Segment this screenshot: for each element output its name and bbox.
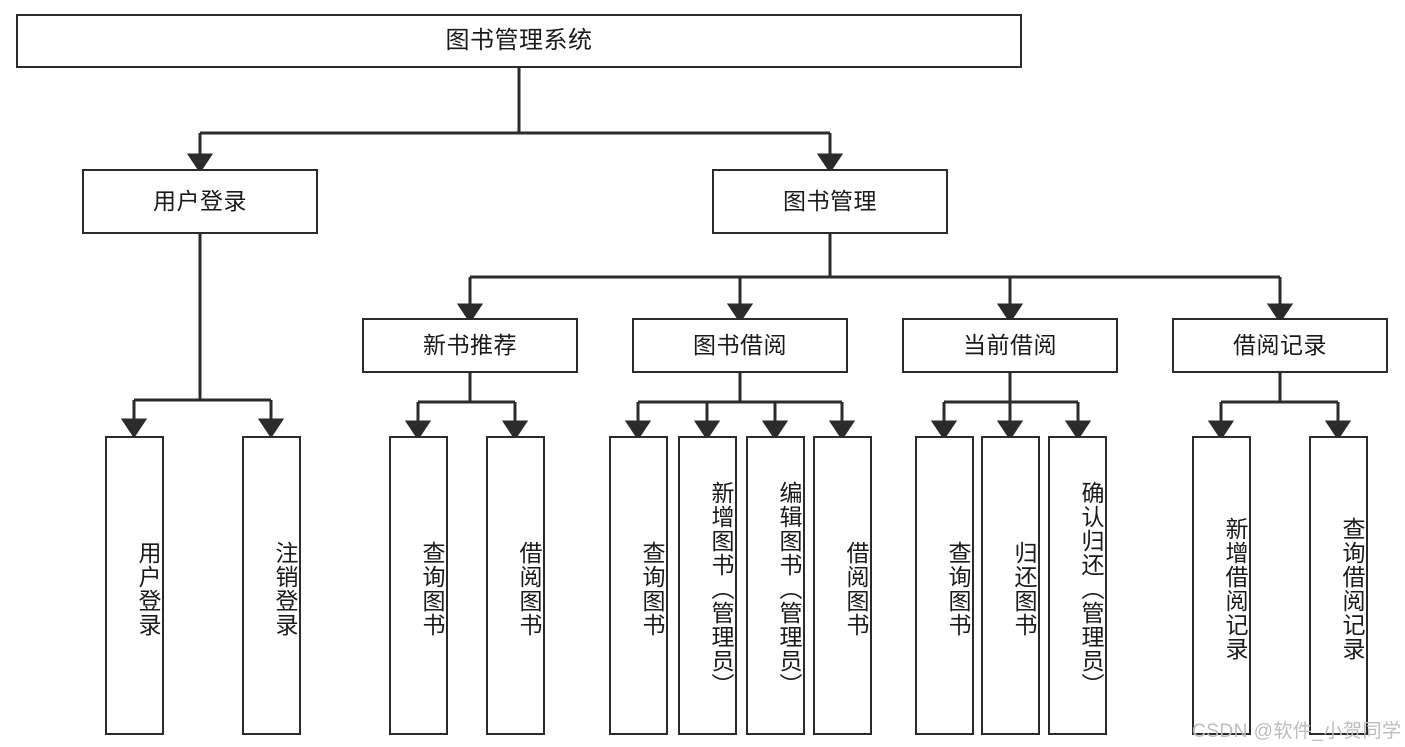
node-new-book-recommendation-label: 新书推荐 [423, 331, 517, 358]
leaf-new-book-borrow[interactable]: 借阅图书 [486, 436, 545, 735]
leaf-label: 查询图书 [639, 540, 665, 637]
leaf-label: 新增借阅记录 [1222, 516, 1248, 661]
leaf-label: 确认归还（管理员） [1078, 480, 1104, 697]
leaf-borrow-query-book[interactable]: 查询图书 [609, 436, 668, 735]
leaf-records-add-record[interactable]: 新增借阅记录 [1192, 436, 1251, 735]
leaf-current-return-book[interactable]: 归还图书 [981, 436, 1040, 735]
leaf-borrow-add-book[interactable]: 新增图书（管理员） [678, 436, 737, 735]
watermark: CSDN @软件_小贺同学 [1192, 721, 1402, 742]
leaf-borrow-edit-book[interactable]: 编辑图书（管理员） [746, 436, 805, 735]
leaf-current-confirm-return[interactable]: 确认归还（管理员） [1048, 436, 1107, 735]
node-user-login[interactable]: 用户登录 [82, 169, 318, 234]
leaf-new-book-query[interactable]: 查询图书 [389, 436, 448, 735]
leaf-records-query-record[interactable]: 查询借阅记录 [1309, 436, 1368, 735]
node-new-book-recommendation[interactable]: 新书推荐 [362, 318, 578, 373]
node-book-management-label: 图书管理 [783, 187, 877, 214]
node-current-borrow-label: 当前借阅 [963, 331, 1057, 358]
leaf-label: 用户登录 [135, 540, 161, 637]
node-user-login-label: 用户登录 [153, 187, 247, 214]
node-root-label: 图书管理系统 [445, 26, 593, 54]
node-root[interactable]: 图书管理系统 [16, 14, 1022, 68]
leaf-label: 查询图书 [419, 540, 445, 637]
leaf-label: 归还图书 [1011, 540, 1037, 637]
leaf-label: 注销登录 [272, 540, 298, 637]
node-borrow-records-label: 借阅记录 [1233, 331, 1327, 358]
leaf-label: 查询借阅记录 [1339, 516, 1365, 661]
leaf-label: 查询图书 [945, 540, 971, 637]
node-book-borrow[interactable]: 图书借阅 [632, 318, 848, 373]
leaf-user-login-login[interactable]: 用户登录 [105, 436, 164, 735]
node-current-borrow[interactable]: 当前借阅 [902, 318, 1118, 373]
leaf-current-query-book[interactable]: 查询图书 [915, 436, 974, 735]
node-book-management[interactable]: 图书管理 [712, 169, 948, 234]
leaf-label: 新增图书（管理员） [708, 480, 734, 697]
leaf-label: 借阅图书 [516, 540, 542, 637]
node-book-borrow-label: 图书借阅 [693, 331, 787, 358]
leaf-label: 借阅图书 [843, 540, 869, 637]
leaf-user-login-logout[interactable]: 注销登录 [242, 436, 301, 735]
node-borrow-records[interactable]: 借阅记录 [1172, 318, 1388, 373]
leaf-label: 编辑图书（管理员） [776, 480, 802, 697]
leaf-borrow-borrow-book[interactable]: 借阅图书 [813, 436, 872, 735]
